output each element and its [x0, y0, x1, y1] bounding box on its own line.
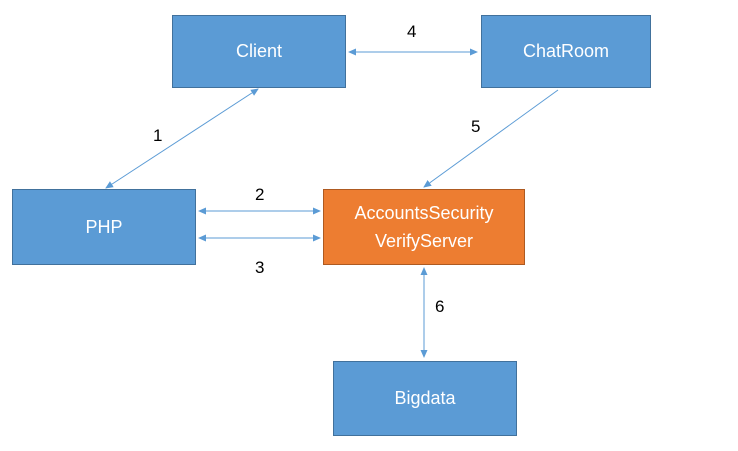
- edge-label-2: 2: [255, 185, 265, 204]
- accounts-security-label: AccountsSecurity: [354, 203, 494, 223]
- accounts-security-verify-server-node: AccountsSecurity VerifyServer: [323, 189, 525, 265]
- edge-label-6: 6: [435, 297, 445, 316]
- edge-label-5: 5: [471, 117, 481, 136]
- arrow-chatroom-verifyserver: [423, 89, 559, 188]
- php-node: PHP: [12, 189, 196, 265]
- edge-label-1: 1: [153, 126, 163, 145]
- client-node: Client: [172, 15, 346, 88]
- verify-server-label: VerifyServer: [374, 231, 474, 251]
- arrow-client-php: [105, 88, 259, 189]
- client-label: Client: [235, 41, 283, 61]
- bigdata-label: Bigdata: [394, 388, 456, 408]
- chatroom-label: ChatRoom: [522, 41, 610, 61]
- bigdata-node: Bigdata: [333, 361, 517, 436]
- php-label: PHP: [85, 216, 123, 237]
- edge-label-4: 4: [407, 22, 417, 41]
- chatroom-node: ChatRoom: [481, 15, 651, 88]
- edge-label-3: 3: [255, 258, 265, 277]
